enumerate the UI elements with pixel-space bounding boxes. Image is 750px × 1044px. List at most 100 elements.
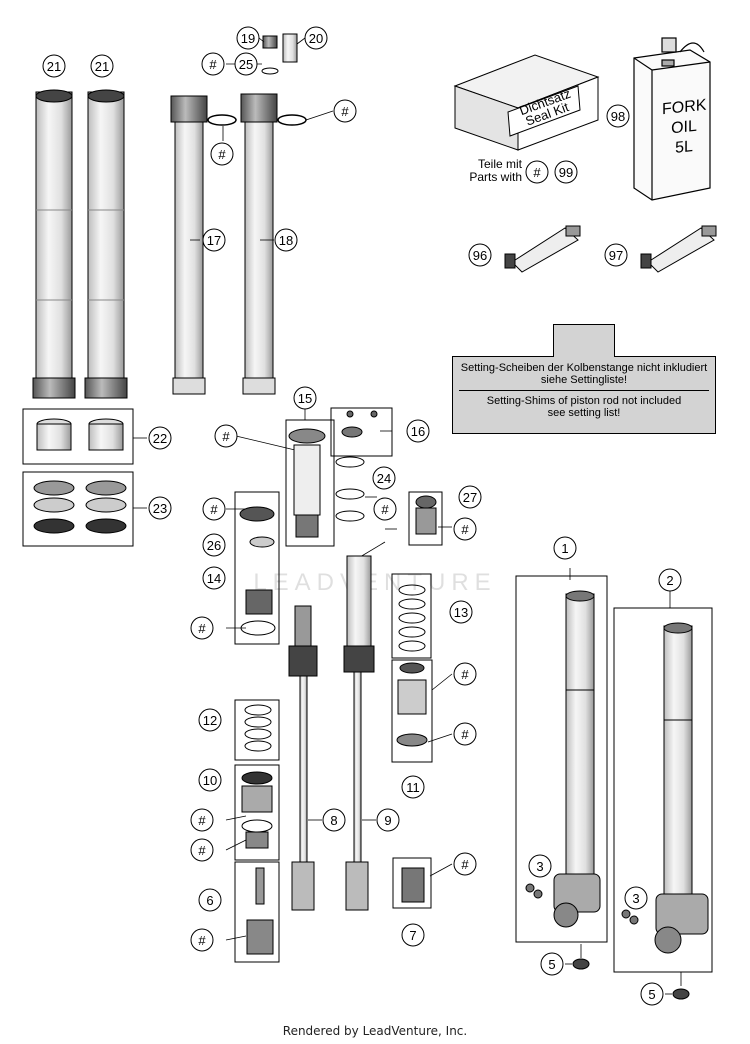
callout-label: 27 bbox=[463, 490, 477, 505]
callout-14: 14 bbox=[202, 566, 226, 590]
callout-label: 10 bbox=[203, 773, 217, 788]
callout-label: # bbox=[198, 621, 206, 636]
callout-7: 7 bbox=[401, 923, 425, 947]
callout-hash-46: # bbox=[525, 160, 549, 184]
outer-tube-left bbox=[32, 89, 76, 399]
seals-23 bbox=[33, 480, 127, 534]
screw-19 bbox=[262, 35, 278, 49]
callout-24: 24 bbox=[372, 466, 396, 490]
callout-10: 10 bbox=[198, 768, 222, 792]
callout-26: 26 bbox=[202, 533, 226, 557]
callout-label: # bbox=[461, 857, 469, 872]
footer-credit: Rendered by LeadVenture, Inc. bbox=[282, 1024, 468, 1038]
grease-tube-97 bbox=[640, 225, 717, 273]
callout-hash-8: # bbox=[210, 142, 234, 166]
callout-5: 5 bbox=[640, 982, 664, 1006]
callout-label: 20 bbox=[309, 31, 323, 46]
callout-98: 98 bbox=[606, 104, 630, 128]
rings-24 bbox=[335, 456, 365, 522]
group-boxes bbox=[22, 407, 713, 973]
callout-label: # bbox=[461, 667, 469, 682]
grease-tube-96 bbox=[504, 225, 581, 273]
callout-25: 25 bbox=[234, 52, 258, 76]
callout-hash-20: # bbox=[190, 616, 214, 640]
valve-11 bbox=[396, 662, 428, 747]
callout-hash-31: # bbox=[453, 722, 477, 746]
valve-6 bbox=[246, 867, 274, 955]
callout-label: 22 bbox=[153, 431, 167, 446]
callout-1: 1 bbox=[553, 536, 577, 560]
callout-label: 16 bbox=[411, 424, 425, 439]
setting-shims-note: Setting-Scheiben der Kolbenstange nicht … bbox=[452, 356, 716, 434]
note-header bbox=[553, 324, 615, 357]
parts-line-1: Teile mit bbox=[477, 157, 522, 171]
callout-label: 2 bbox=[666, 573, 673, 588]
callout-label: # bbox=[341, 104, 349, 119]
callout-label: # bbox=[198, 813, 206, 828]
callout-hash-34: # bbox=[190, 928, 214, 952]
inner-tube-18 bbox=[240, 93, 278, 395]
screws-16 bbox=[341, 410, 378, 438]
callout-hash-30: # bbox=[453, 662, 477, 686]
spring-13 bbox=[398, 584, 426, 652]
callout-13: 13 bbox=[449, 600, 473, 624]
callout-label: 99 bbox=[559, 165, 573, 180]
valve-20 bbox=[282, 33, 298, 63]
callout-hash-17: # bbox=[202, 497, 226, 521]
callout-label: 25 bbox=[239, 57, 253, 72]
callout-label: 97 bbox=[609, 248, 623, 263]
callout-label: 6 bbox=[206, 893, 213, 908]
outer-tube-right bbox=[84, 89, 128, 399]
cap-27 bbox=[415, 495, 437, 535]
callout-5: 5 bbox=[540, 952, 564, 976]
callout-6: 6 bbox=[198, 888, 222, 912]
callout-16: 16 bbox=[406, 419, 430, 443]
callout-label: 12 bbox=[203, 713, 217, 728]
callout-label: 21 bbox=[95, 59, 109, 74]
cartridge-head-15 bbox=[288, 428, 326, 538]
callout-18: 18 bbox=[274, 228, 298, 252]
callout-label: 15 bbox=[298, 391, 312, 406]
spring-12 bbox=[244, 704, 272, 752]
callout-21: 21 bbox=[42, 54, 66, 78]
callout-9: 9 bbox=[376, 808, 400, 832]
note-de-line-2: siehe Settingliste! bbox=[540, 374, 628, 386]
callout-label: # bbox=[461, 727, 469, 742]
bolts-3 bbox=[525, 883, 639, 925]
leader-lines bbox=[133, 37, 682, 995]
bushings-22 bbox=[36, 418, 124, 451]
callout-label: 5 bbox=[648, 987, 655, 1002]
callout-label: 98 bbox=[611, 109, 625, 124]
piston-assembly-14 bbox=[239, 506, 276, 636]
seal-kit-box: Dichtsatz Seal Kit bbox=[453, 54, 600, 151]
callout-label: # bbox=[461, 522, 469, 537]
callout-22: 22 bbox=[148, 426, 172, 450]
callout-label: 96 bbox=[473, 248, 487, 263]
callout-hash-26: # bbox=[190, 808, 214, 832]
callout-label: 21 bbox=[47, 59, 61, 74]
callout-hash-16: # bbox=[373, 497, 397, 521]
callout-label: 19 bbox=[241, 31, 255, 46]
callout-label: 17 bbox=[207, 233, 221, 248]
callout-15: 15 bbox=[293, 386, 317, 410]
base-7 bbox=[401, 867, 425, 903]
callout-hash-22: # bbox=[453, 517, 477, 541]
callout-hash-35: # bbox=[453, 852, 477, 876]
callout-97: 97 bbox=[604, 243, 628, 267]
callout-label: 3 bbox=[632, 891, 639, 906]
callout-23: 23 bbox=[148, 496, 172, 520]
callout-label: # bbox=[533, 165, 541, 180]
fork-leg-1 bbox=[553, 590, 601, 970]
callout-12: 12 bbox=[198, 708, 222, 732]
callout-label: 3 bbox=[536, 859, 543, 874]
callout-hash-4: # bbox=[201, 52, 225, 76]
svg-text:LEADVENTURE: LEADVENTURE bbox=[253, 569, 496, 596]
damper-rod-9 bbox=[343, 555, 375, 911]
callout-3: 3 bbox=[624, 886, 648, 910]
parts-with-label: Teile mit Parts with bbox=[454, 158, 522, 184]
callout-label: # bbox=[222, 429, 230, 444]
o-ring-25 bbox=[261, 67, 279, 75]
note-en-line-2: see setting list! bbox=[547, 407, 621, 419]
callout-hash-9: # bbox=[333, 99, 357, 123]
callout-99: 99 bbox=[554, 160, 578, 184]
